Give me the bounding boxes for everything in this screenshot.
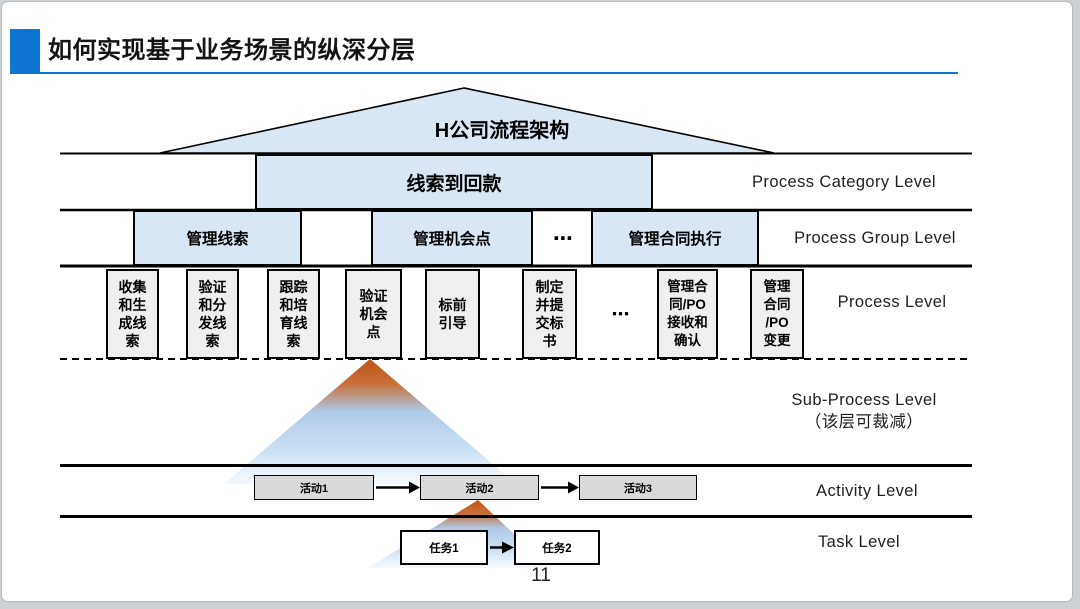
activity-box-2: 活动2 (420, 475, 539, 500)
process-box-validate-distribute-leads: 验证 和分 发线 索 (186, 269, 239, 359)
process-box-collect-generate-leads: 收集 和生 成线 索 (106, 269, 159, 359)
title-underline (10, 72, 958, 74)
task-box-1: 任务1 (400, 530, 488, 565)
page-number: 11 (531, 565, 551, 586)
flow-gradient-triangle-process-to-activity (224, 359, 516, 484)
arrowhead-activity-2-3 (568, 481, 579, 494)
group-ellipsis: ⋯ (553, 227, 573, 250)
task-box-2: 任务2 (514, 530, 600, 565)
group-box-manage-contract-execution: 管理合同执行 (591, 210, 759, 266)
group-level-label: Process Group Level (794, 229, 956, 247)
group-box-manage-leads: 管理线索 (133, 210, 302, 266)
category-level-label: Process Category Level (752, 173, 936, 191)
title-accent-square (10, 29, 40, 73)
group-box-manage-opportunities: 管理机会点 (371, 210, 533, 266)
pyramid-apex-label: H公司流程架构 (434, 120, 570, 142)
activity-box-1: 活动1 (254, 475, 374, 500)
process-box-contract-po-change: 管理 合同 /PO 变更 (750, 269, 804, 359)
slide-canvas: 如何实现基于业务场景的纵深分层 H公司流程架构 线索到回款 Process Ca… (1, 1, 1073, 602)
arrowhead-activity-1-2 (409, 481, 420, 494)
process-box-track-nurture-leads: 跟踪 和培 育线 索 (267, 269, 320, 359)
activity-level-label: Activity Level (816, 482, 918, 500)
process-box-prepare-submit-bid: 制定 并提 交标 书 (522, 269, 577, 359)
activity-box-3: 活动3 (579, 475, 697, 500)
process-ellipsis: ⋯ (611, 303, 630, 324)
process-box-validate-opportunity: 验证 机会 点 (345, 269, 402, 359)
category-box-lead-to-cash: 线索到回款 (255, 154, 653, 210)
arrowhead-task-1-2 (502, 541, 514, 554)
process-box-prebid-guidance: 标前 引导 (425, 269, 480, 359)
task-level-label: Task Level (818, 533, 900, 551)
subprocess-level-label: Sub-Process Level （该层可裁减） (791, 391, 937, 431)
process-level-label: Process Level (837, 293, 947, 311)
process-box-contract-po-receive-confirm: 管理合 同/PO 接收和 确认 (657, 269, 718, 359)
page-title: 如何实现基于业务场景的纵深分层 (48, 37, 416, 64)
